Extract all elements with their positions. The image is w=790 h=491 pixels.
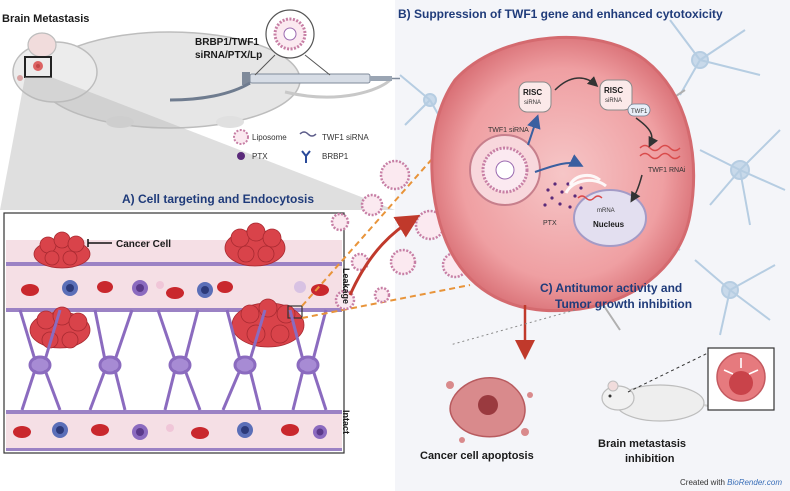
twf1-tag-label: TWF1 [631,109,648,115]
risc-complex-1 [518,81,552,113]
neuron-cell [669,19,761,96]
neuron-cell [699,129,786,226]
twf1-rnai-label: TWF1 RNAi [648,167,686,174]
legend-brbp1-label: BRBP1 [322,152,349,161]
endoplasmic-reticulum [564,173,607,194]
brain-region-highlight [24,56,52,78]
astrocytes [18,309,328,411]
brbp1-legend-icon [301,150,311,163]
apoptotic-cell-icon [446,377,533,443]
ptx-legend-icon [237,152,245,160]
twf1-mrna-strand [639,144,681,152]
blood-cells-lower [13,422,327,440]
risc-1-label: RISC [523,88,542,97]
tumor-clusters [29,222,305,349]
liposome-zoom-box [287,305,303,319]
formulation-label-line2: siRNA/PTX/Lp [195,50,262,61]
risc-2-sub: siRNA [605,98,622,104]
zoom-funnel [0,77,395,210]
nucleus-label: Nucleus [593,220,625,229]
syringe-icon [169,72,400,102]
legend [233,129,317,163]
brain-inhibition-label-line1: Brain metastasis [598,438,686,450]
shrinking-tumor-icon [716,352,766,402]
legend-sirna-label: TWF1 siRNA [322,133,369,142]
blood-cells-upper [21,280,329,299]
astrocyte [288,309,328,411]
endothelial-wall [6,308,342,312]
tumor-cluster [29,306,91,349]
cancer-cell-label: Cancer Cell [116,239,171,250]
risc-complex-2 [599,79,651,117]
risc-transition-arrow [554,76,599,91]
zoom-line [254,54,276,76]
tumor-cluster [231,298,305,348]
intact-label: Intact [341,410,351,434]
delivery-arrow [348,214,421,296]
tumor-cluster [33,231,91,269]
mrna-label: mRNA [597,208,615,214]
legend-ptx-label: PTX [252,152,268,161]
brain-metastasis-label: Brain Metastasis [2,13,89,25]
twf1-bound-tag [627,103,651,117]
astrocyte [88,309,134,411]
formulation-label-line1: BRBP1/TWF1 [195,37,259,48]
neuron-cell [694,259,776,336]
risc-1-sub: siRNA [524,100,541,106]
zoom-line [304,54,331,76]
liposome-icon [273,17,307,51]
leakage-label: Leakage [341,268,351,304]
panel-c-title-line2: Tumor growth inhibition [555,297,692,311]
panel-b-title: B) Suppression of TWF1 gene and enhanced… [398,7,723,21]
endothelial-wall [6,262,342,266]
astrocyte [18,309,62,411]
astrocyte [156,309,202,411]
apoptosis-label: Cancer cell apoptosis [420,450,534,462]
astrocyte [221,309,267,411]
ptx-molecules [543,182,583,209]
risc-to-mrna-arrow [635,117,659,148]
ptx-cell-label: PTX [543,220,557,227]
endothelial-wall [6,448,342,451]
panel-a-title: A) Cell targeting and Endocytosis [122,192,314,206]
sirna-to-risc-arrow [527,114,541,146]
nucleus [573,189,647,247]
metastasis-spot [33,61,43,71]
credit-text: Created with BioRender.com [680,478,782,487]
ptx-release-arrow [534,154,584,173]
zoom-line-upper [301,149,441,307]
panel-c-title-line1: C) Antitumor activity and [540,281,682,295]
endothelial-wall [6,410,342,414]
sirna-legend-icon [299,131,317,137]
risc-2-label: RISC [604,86,623,95]
legend-liposome-label: Liposome [252,133,287,142]
liposome-legend-icon [233,129,249,145]
brain-inhibition-label-line2: inhibition [625,453,675,465]
twf1-sirna-label: TWF1 siRNA [488,127,529,134]
tumor-cluster [224,222,286,267]
